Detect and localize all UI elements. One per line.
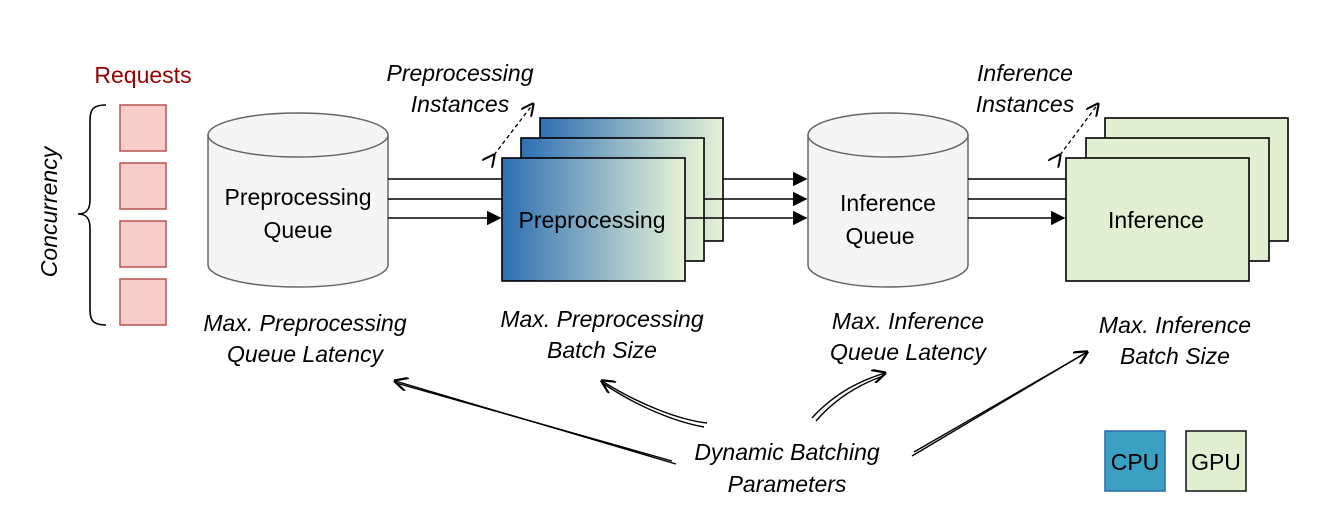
request-box [119, 220, 167, 268]
preprocessing-label: Preprocessing [518, 207, 665, 233]
request-boxes [119, 104, 167, 326]
arrow-to-preprocessing-batch-size [602, 381, 708, 424]
inference-queue-latency-label-1: Max. Inference [832, 308, 984, 334]
preprocessing-instances-label-2: Instances [411, 91, 510, 117]
request-box [119, 278, 167, 326]
inference-batch-size-label-2: Batch Size [1120, 343, 1230, 369]
requests-title: Requests [94, 62, 191, 88]
preprocessing-to-inference-queue-arrows [685, 171, 808, 226]
concurrency-brace [77, 104, 107, 326]
legend-gpu-swatch [1185, 430, 1247, 492]
inference-queue-label-1: Inference [840, 190, 936, 216]
inference-queue-cylinder: Inference Queue [807, 112, 969, 288]
inference-queue-label-2: Queue [845, 223, 914, 249]
preprocessing-queue-label-1: Preprocessing [224, 184, 371, 210]
concurrency-label: Concurrency [36, 145, 62, 277]
preprocessing-instances-label-1: Preprocessing [386, 60, 533, 86]
preprocessing-scale-arrow [494, 104, 533, 155]
preprocessing-queue-latency-label-2: Queue Latency [227, 341, 385, 367]
inference-label: Inference [1108, 207, 1204, 233]
inference-instances: Inference [1065, 117, 1289, 282]
preprocessing-queue-latency-label-1: Max. Preprocessing [203, 310, 406, 336]
preprocessing-instances: Preprocessing [501, 117, 724, 282]
queue-to-preprocessing-arrows [388, 178, 520, 226]
preprocessing-batch-size-label-1: Max. Preprocessing [500, 306, 703, 332]
request-box [119, 104, 167, 152]
dynamic-batching-label-1: Dynamic Batching [694, 439, 880, 465]
inference-batch-size-label-1: Max. Inference [1099, 312, 1251, 338]
preprocessing-instance-front [501, 157, 686, 282]
inference-instances-label-2: Instances [976, 91, 1075, 117]
legend-gpu-label: GPU [1191, 449, 1241, 475]
preprocessing-queue-label-2: Queue [263, 217, 332, 243]
arrow-to-inference-queue-latency [811, 373, 885, 419]
preprocessing-queue-cylinder: Preprocessing Queue [207, 112, 389, 288]
preprocessing-batch-size-label-2: Batch Size [547, 337, 657, 363]
legend-cpu-label: CPU [1111, 449, 1160, 475]
inference-instance-front [1065, 157, 1250, 282]
legend: CPU GPU [1104, 430, 1247, 492]
inference-queue-latency-label-2: Queue Latency [830, 339, 988, 365]
dynamic-batching-label-2: Parameters [728, 471, 847, 497]
legend-cpu-swatch [1104, 430, 1166, 492]
inference-instances-label-1: Inference [977, 60, 1073, 86]
dynamic-batching-arrows [395, 352, 1087, 465]
inference-scale-arrow [1060, 104, 1098, 155]
request-box [119, 162, 167, 210]
